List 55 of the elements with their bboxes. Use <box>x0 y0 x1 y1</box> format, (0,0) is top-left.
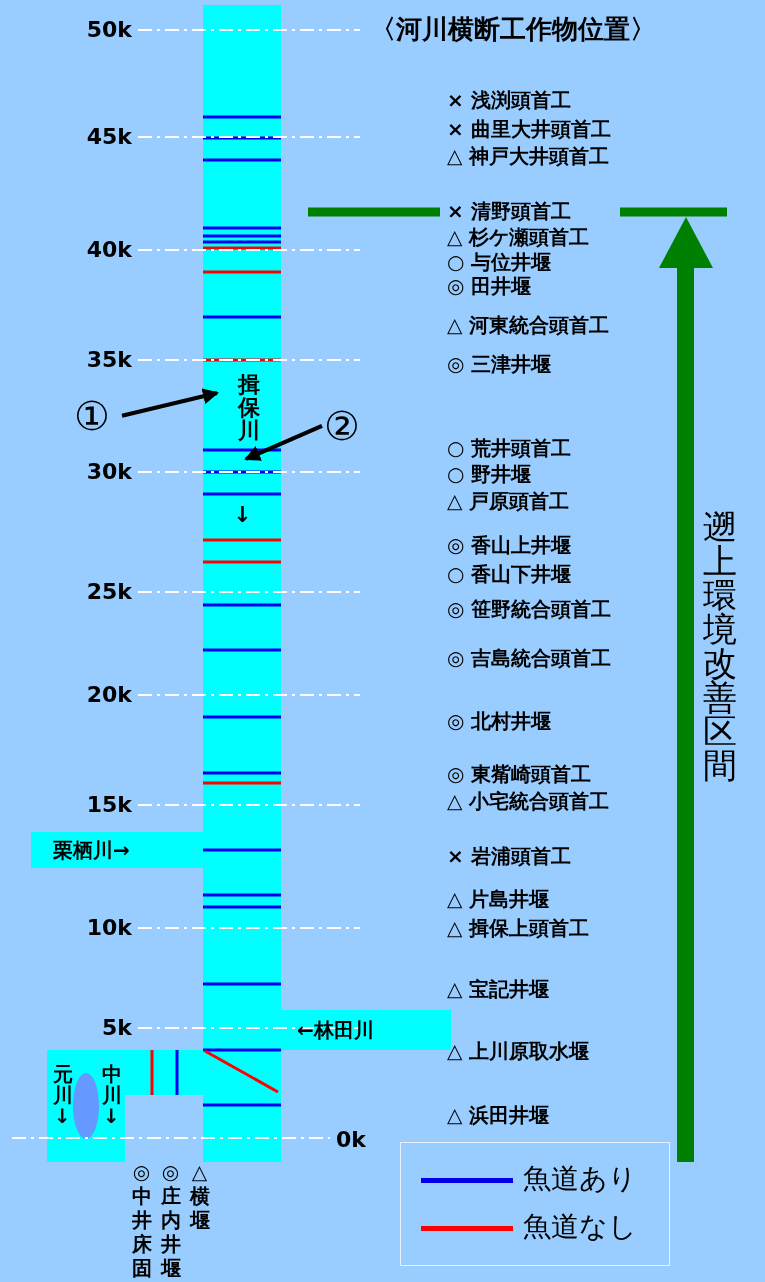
weir-name: ◎ 吉島統合頭首工 <box>447 648 612 668</box>
weir-name: × 曲里大井頭首工 <box>447 119 611 139</box>
leader-arrow <box>121 388 219 418</box>
distance-label: 5k <box>102 1017 132 1039</box>
river-band <box>203 5 281 1162</box>
river-name: 栗栖川→ <box>53 840 130 860</box>
weir-name: ◎ 庄内井堰 <box>160 1160 181 1280</box>
weir-name: ○ 香山下井堰 <box>447 564 572 584</box>
distance-label: 50k <box>86 19 132 41</box>
river-name: 揖保川 <box>237 373 261 443</box>
distance-label: 0k <box>336 1129 366 1151</box>
weir-name: ◎ 東觜崎頭首工 <box>447 764 592 784</box>
weir-name: △ 浜田井堰 <box>447 1105 550 1125</box>
weir-name: △ 宝記井堰 <box>447 979 550 999</box>
weir-name: △ 上川原取水堰 <box>447 1041 590 1061</box>
weir-name: ○ 与位井堰 <box>447 252 552 272</box>
weir-name: × 岩浦頭首工 <box>447 846 571 866</box>
title: 〈河川横断工作物位置〉 <box>370 16 656 42</box>
weir-name: ◎ 田井堰 <box>447 276 532 296</box>
weir-name: × 清野頭首工 <box>447 201 571 221</box>
weir-name: ◎ 笹野統合頭首工 <box>447 599 612 619</box>
weir-name: △ 戸原頭首工 <box>447 491 570 511</box>
distance-label: 20k <box>86 684 132 706</box>
distance-label: 30k <box>86 461 132 483</box>
legend-label: 魚道なし <box>523 1213 637 1241</box>
section-label: 遡上環境改善区間 <box>702 510 738 782</box>
weir-name: ◎ 香山上井堰 <box>447 535 572 555</box>
weir-name: △ 片島井堰 <box>447 889 550 909</box>
leader-arrow <box>244 423 323 461</box>
weir-name: ○ 野井堰 <box>447 464 532 484</box>
weir-name: ◎ 三津井堰 <box>447 354 552 374</box>
distance-label: 10k <box>86 917 132 939</box>
distance-label: 15k <box>86 794 132 816</box>
river-name: 元川↓ <box>52 1064 73 1127</box>
tributary-band <box>31 832 203 868</box>
weir-name: ◎ 中井床固 <box>131 1160 152 1280</box>
callout-number: ② <box>324 406 360 446</box>
weir-name: △ 河東統合頭首工 <box>447 315 610 335</box>
river-name: 中川↓ <box>101 1064 122 1127</box>
weir-name: ○ 荒井頭首工 <box>447 438 572 458</box>
weir-name: △ 小宅統合頭首工 <box>447 791 610 811</box>
weir-name: △ 横堰 <box>189 1160 210 1232</box>
distance-label: 45k <box>86 126 132 148</box>
weir-name: ◎ 北村井堰 <box>447 711 552 731</box>
weir-name: △ 杉ケ瀬頭首工 <box>447 227 590 247</box>
weir-name: △ 揖保上頭首工 <box>447 918 590 938</box>
weir-name: △ 神戸大井頭首工 <box>447 146 610 166</box>
branch-channel <box>47 1050 203 1162</box>
distance-label: 35k <box>86 349 132 371</box>
weir-name: × 浅渕頭首工 <box>447 90 571 110</box>
legend-label: 魚道あり <box>523 1165 637 1193</box>
distance-label: 25k <box>86 581 132 603</box>
callout-number: ① <box>74 396 110 436</box>
flow-arrow-text: ↓ <box>232 503 253 527</box>
distance-label: 40k <box>86 239 132 261</box>
